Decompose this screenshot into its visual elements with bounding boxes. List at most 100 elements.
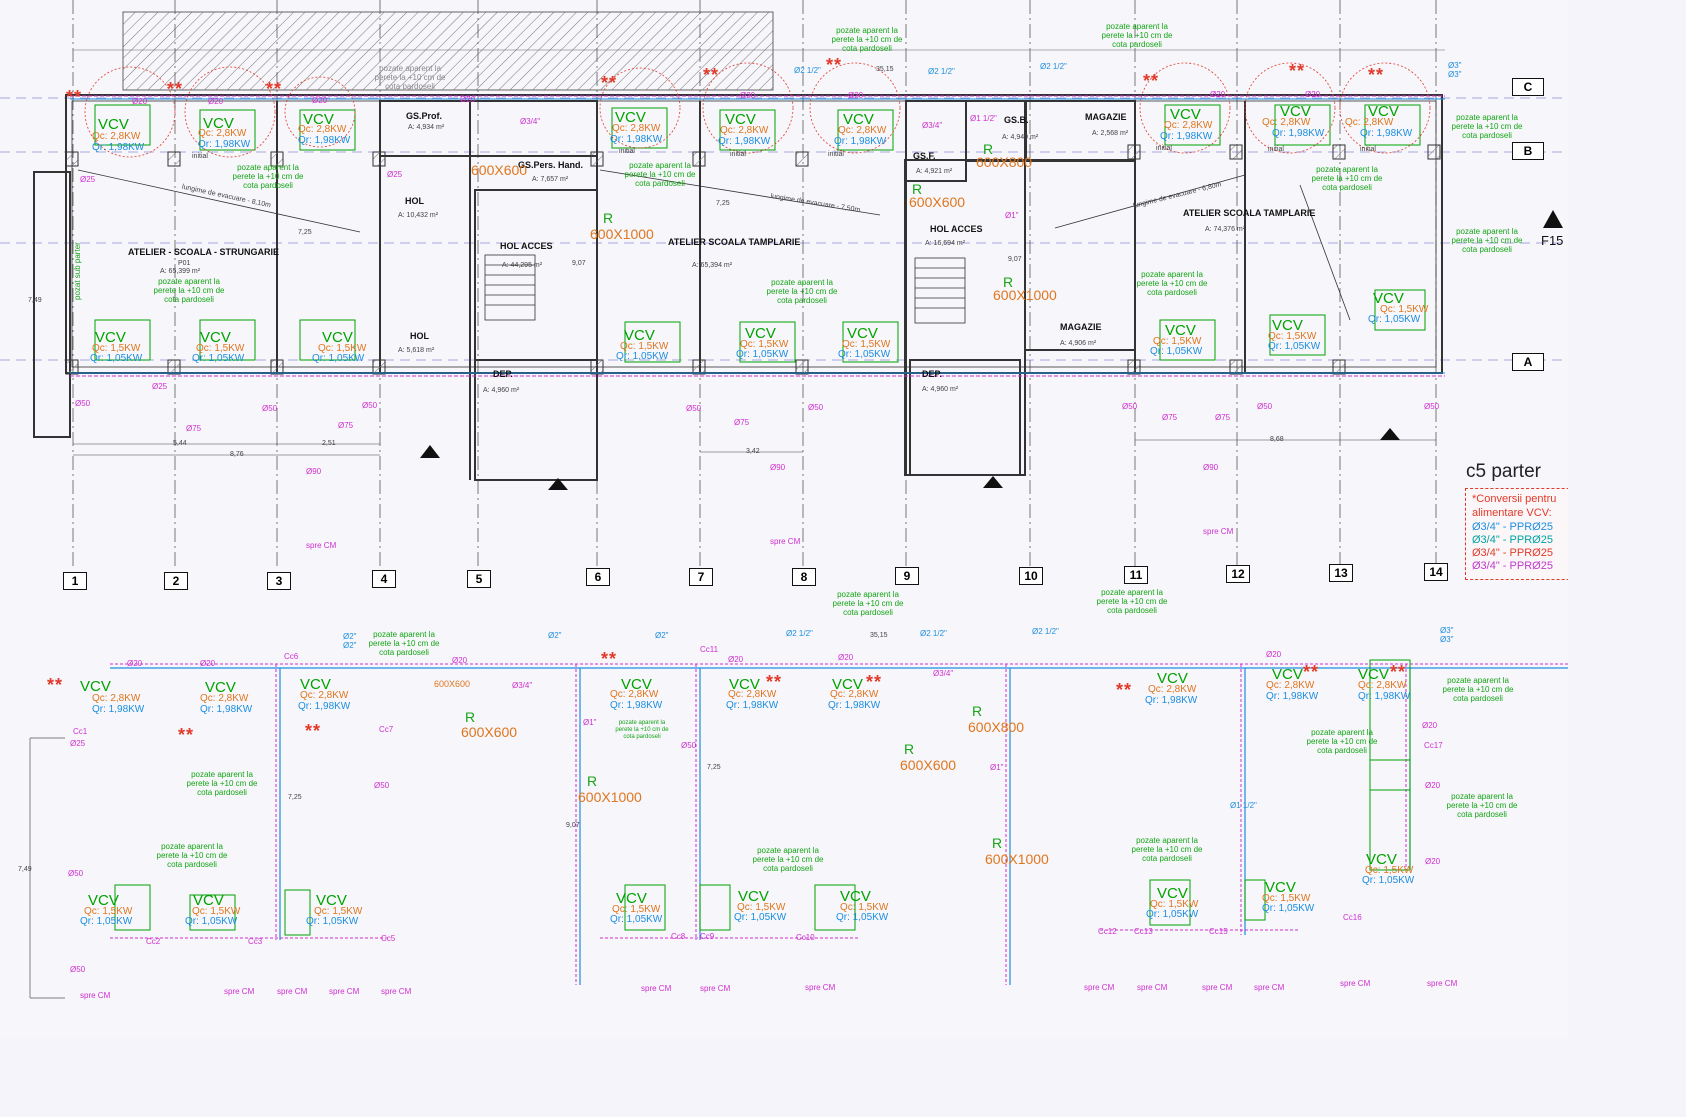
vcv-label: VCV xyxy=(624,327,655,344)
vcv-qr: Qr: 1,98KW xyxy=(610,700,663,711)
axis-label-13: 13 xyxy=(1329,564,1353,582)
vcv-qr: Qr: 1,98KW xyxy=(198,139,251,150)
room-area-p13: A: 4,906 m² xyxy=(1060,340,1097,347)
grid-lines-horizontal xyxy=(0,97,1568,361)
pipes-upper xyxy=(70,95,1445,377)
floor-plan-drawing xyxy=(0,0,1568,999)
hatched-area xyxy=(122,11,774,91)
dimension-label: 7,25 xyxy=(716,200,730,207)
pipe-diameter: Ø3" xyxy=(1440,626,1454,635)
radiator-size: 600X1000 xyxy=(590,226,654,242)
vcv-qr: Qr: 1,98KW xyxy=(834,136,887,147)
pipes-lower-return xyxy=(110,663,1568,985)
to-cm-note: spre CM xyxy=(805,983,836,992)
vcv-label: VCV xyxy=(615,109,646,126)
vcv-label: VCV xyxy=(847,325,878,342)
marker-asterisks: ** xyxy=(866,672,883,692)
conversion-heading: *Conversii pentru alimentare VCV: xyxy=(1472,493,1557,519)
pipes-upper-blue xyxy=(70,98,1445,374)
installation-note: pozate aparent la perete la +10 cm de co… xyxy=(832,590,904,618)
pipe-diameter: Ø2" xyxy=(343,632,357,641)
vcv-qc: Qc: 2,8KW xyxy=(728,689,777,700)
dimension-label: 8,68 xyxy=(1270,436,1284,443)
room-name-p11: GS.B. xyxy=(1004,115,1029,125)
installation-note: pozate aparent la perete la +10 cm de co… xyxy=(624,161,696,189)
radiator-letter: R xyxy=(603,210,614,226)
vcv-qc: Qc: 1,5KW xyxy=(192,906,241,917)
pipe-diameter: Ø3" xyxy=(1440,635,1454,644)
vcv-label: VCV xyxy=(1170,106,1201,123)
installation-note: pozate aparent la perete la +10 cm de co… xyxy=(156,842,228,870)
dimension-label: 7,49 xyxy=(28,297,42,304)
highlight-circles xyxy=(84,62,1431,158)
installation-note: pozate aparent la perete la +10 cm de co… xyxy=(1306,728,1378,756)
vcv-qr: Qr: 1,98KW xyxy=(1266,691,1319,702)
room-name-p08: ATELIER SCOALA TAMPLARIE xyxy=(668,237,801,247)
axis-label-10: 10 xyxy=(1019,567,1043,585)
cc-label: Cc9 xyxy=(700,932,715,941)
dimension-label: 8,76 xyxy=(230,451,244,458)
dimension-label: 9,07 xyxy=(1008,256,1022,263)
dimension-label: 7,25 xyxy=(707,764,721,771)
dimension-label: 5,44 xyxy=(173,440,187,447)
room-area-p10: A: 4,921 m² xyxy=(916,168,953,175)
installation-note: pozate aparent la perete la +10 cm de co… xyxy=(232,163,304,191)
vcv-qr: Qr: 1,05KW xyxy=(1146,909,1199,920)
pipe-diameter: Ø20 xyxy=(460,95,476,104)
vcv-qr: Qr: 1,98KW xyxy=(200,704,253,715)
room-area-p04: A: 5,618 m² xyxy=(398,347,435,354)
pipe-diameter: Ø50 xyxy=(1257,402,1273,411)
axis-label-5: 5 xyxy=(467,570,491,588)
axis-label-6: 6 xyxy=(586,568,610,586)
pipe-diameter: Ø3/4" xyxy=(922,121,943,130)
vcv-label: VCV xyxy=(745,325,776,342)
marker-asterisks: ** xyxy=(1368,65,1385,85)
dimension-label: 7,25 xyxy=(288,794,302,801)
axis-row-a: A xyxy=(1512,353,1544,371)
pipe-diameter: Ø50 xyxy=(686,404,702,413)
pipe-diameter: Ø25 xyxy=(80,175,96,184)
vcv-outlines-lower xyxy=(114,659,1411,936)
cc-label: Cc2 xyxy=(146,937,161,946)
pipe-diameter: Ø20 xyxy=(728,655,744,664)
vcv-label: VCV xyxy=(621,676,652,693)
vcv-qc: Qc: 2,8KW xyxy=(612,123,661,134)
vcv-qc: Qc: 2,8KW xyxy=(1148,684,1197,695)
vcv-qr: Qr: 1,98KW xyxy=(718,136,771,147)
room-area-p06: A: 44,295 m² xyxy=(502,262,543,269)
vcv-label: VCV xyxy=(840,888,871,905)
room-area-p14: A: 2,568 m² xyxy=(1092,130,1129,137)
vcv-qr: Qr: 1,05KW xyxy=(312,353,365,364)
pipe-diameter: Ø1" xyxy=(583,718,597,727)
installation-note: pozate aparent la perete la +10 cm de co… xyxy=(752,846,824,874)
vcv-qc: Qc: 1,5KW xyxy=(1365,865,1414,876)
dimension-label: 9,07 xyxy=(566,822,580,829)
vcv-qc: Qc: 1,5KW xyxy=(1150,899,1199,910)
pipe-diameter: Ø2 1/2" xyxy=(794,66,821,75)
to-cm-note: spre CM xyxy=(641,984,672,993)
cc-label: Cc8 xyxy=(671,932,686,941)
pipe-diameter: Ø25 xyxy=(70,739,86,748)
cc-label: Cc13 xyxy=(1134,927,1153,936)
pipe-diameter: Ø20 xyxy=(312,96,328,105)
radiator-size: 600X600 xyxy=(461,724,518,740)
vcv-qc: Qc: 1,5KW xyxy=(1268,331,1317,342)
pipe-diameter: Ø20 xyxy=(208,97,224,106)
radiator-letter: R xyxy=(972,703,983,719)
room-area-p05: A: 7,657 m² xyxy=(532,176,569,183)
to-cm-note: spre CM xyxy=(1427,979,1458,988)
marker-asterisks: ** xyxy=(1289,61,1306,81)
installation-note: pozate aparent la perete la +10 cm de co… xyxy=(1096,588,1168,616)
radiator-size: 600X1000 xyxy=(985,851,1049,867)
room-name-p12: DEP. xyxy=(922,369,942,379)
to-cm-note: spre CM xyxy=(700,984,731,993)
room-area-p02: A: 4,934 m² xyxy=(408,124,445,131)
vcv-qr: Qr: 1,05KW xyxy=(90,353,143,364)
vcv-qc: Qc: 2,8KW xyxy=(1345,117,1394,128)
pipe-diameter: Ø20 xyxy=(132,97,148,106)
cc-label: Cc15 xyxy=(1209,927,1228,936)
vcv-qr: Qr: 1,98KW xyxy=(828,700,881,711)
vcv-qc: Qc: 2,8KW xyxy=(1266,680,1315,691)
pipe-diameter: Ø2 1/2" xyxy=(786,629,813,638)
pipe-diameter: Ø20 xyxy=(1305,90,1321,99)
